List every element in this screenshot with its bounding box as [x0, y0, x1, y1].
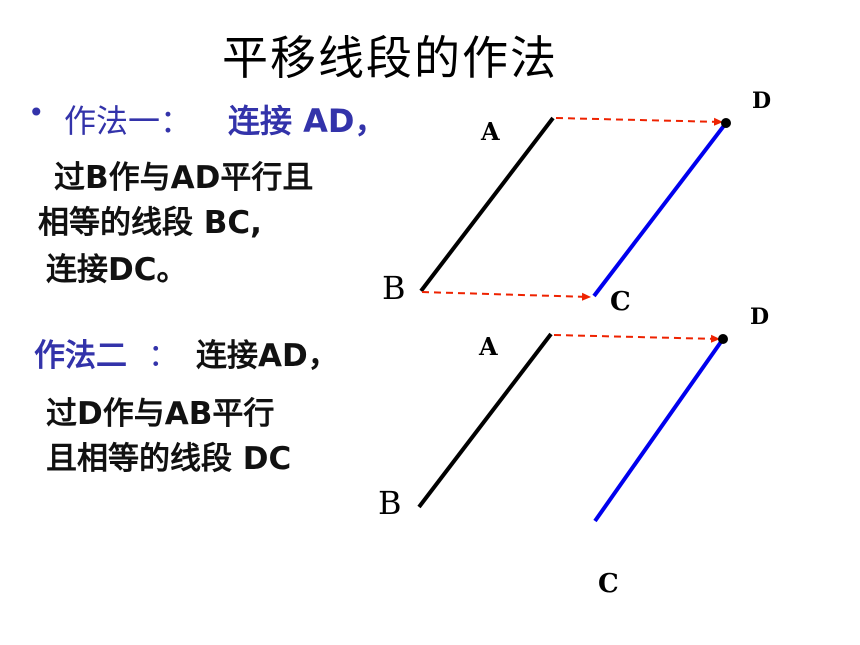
method1-label: 作法一：: [64, 102, 193, 140]
point-d-label: D: [750, 304, 769, 330]
dashed-arrow-ad: [553, 334, 720, 343]
page-title: 平移线段的作法: [222, 31, 558, 85]
figure-method1: A D B C: [382, 88, 771, 317]
figure-method2: A D B C: [378, 304, 769, 599]
dashed-arrow-bc: [421, 291, 591, 301]
point-b-label: B: [382, 269, 406, 307]
method2-label: 作法二: [34, 338, 127, 374]
point-d-dot: [721, 118, 731, 128]
point-d-label: D: [752, 88, 771, 114]
method1-step2-cont: 相等的线段 BC,: [38, 205, 262, 241]
segment-dc: [592, 121, 728, 298]
point-c-label: C: [610, 287, 631, 317]
method1-step1: 连接 AD，: [228, 102, 387, 140]
bullet-icon: •: [28, 96, 45, 129]
method1-step3: 连接DC。: [46, 252, 188, 288]
method2-colon: ：: [148, 338, 179, 374]
point-c-label: C: [598, 569, 619, 599]
segment-dc: [593, 337, 725, 523]
dashed-arrow-ad: [555, 117, 723, 126]
method2-step1: 连接AD，: [196, 338, 339, 374]
segment-ab: [419, 116, 555, 293]
method2-step2-cont: 且相等的线段 DC: [46, 441, 292, 477]
point-d-dot: [718, 334, 728, 344]
point-a-label: A: [480, 117, 500, 146]
point-a-label: A: [478, 332, 498, 361]
method1-step2: 过B作与AD平行且: [54, 160, 314, 196]
segment-ab: [417, 332, 553, 509]
point-b-label: B: [378, 484, 402, 522]
method2-step2: 过D作与AB平行: [46, 396, 275, 432]
